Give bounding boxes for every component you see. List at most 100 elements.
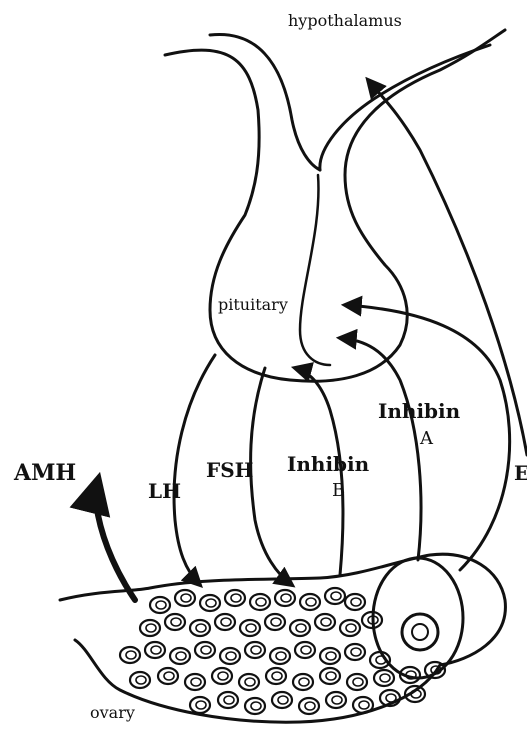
follicle <box>315 614 335 630</box>
follicle-core <box>206 599 216 607</box>
follicle-core <box>218 672 228 680</box>
follicle-core <box>251 646 261 654</box>
follicle <box>245 698 265 714</box>
follicle <box>270 648 290 664</box>
follicle-core <box>301 646 311 654</box>
amh-label: AMH <box>13 460 76 486</box>
follicle-core <box>351 598 361 606</box>
ovary-outline <box>60 554 505 722</box>
edge-letter-label: E <box>514 461 527 485</box>
follicle-core <box>201 646 211 654</box>
follicle-core <box>272 672 282 680</box>
follicle <box>293 674 313 690</box>
ovary-label: ovary <box>90 703 135 722</box>
follicle <box>212 668 232 684</box>
follicle <box>295 642 315 658</box>
inhibin-b-letter: B <box>332 480 345 501</box>
follicle-core <box>332 696 342 704</box>
follicle-core <box>380 674 390 682</box>
arrows <box>96 80 527 600</box>
follicle <box>218 692 238 708</box>
follicle-core <box>246 624 256 632</box>
follicle-core <box>245 678 255 686</box>
follicle-core <box>256 598 266 606</box>
follicle <box>240 620 260 636</box>
pituitary-gland-outline <box>165 30 505 381</box>
follicle <box>170 648 190 664</box>
follicle-core <box>276 652 286 660</box>
follicle-cluster <box>120 588 445 714</box>
follicle <box>320 668 340 684</box>
follicle-core <box>386 694 396 702</box>
follicle <box>250 594 270 610</box>
amh-arrow <box>96 480 135 600</box>
inhibin-b-label: Inhibin <box>287 452 370 476</box>
follicle-core <box>331 592 341 600</box>
pituitary-label: pituitary <box>218 295 288 314</box>
follicle <box>145 642 165 658</box>
fsh-label: FSH <box>206 458 254 482</box>
follicle <box>265 614 285 630</box>
follicle-core <box>299 678 309 686</box>
follicle <box>220 648 240 664</box>
follicle <box>158 668 178 684</box>
follicle <box>190 697 210 713</box>
follicle-core <box>351 648 361 656</box>
follicle <box>185 674 205 690</box>
follicle-core <box>353 678 363 686</box>
follicle-core <box>321 618 331 626</box>
follicle <box>272 692 292 708</box>
follicle-core <box>346 624 356 632</box>
follicle <box>326 692 346 708</box>
follicle-core <box>251 702 261 710</box>
fsh-arrow <box>251 368 292 585</box>
inhibin-a-letter: A <box>419 428 434 449</box>
follicle-core <box>278 696 288 704</box>
follicle <box>345 594 365 610</box>
follicle-core <box>176 652 186 660</box>
follicle-core <box>126 651 136 659</box>
follicle <box>266 668 286 684</box>
follicle-core <box>196 624 206 632</box>
follicle <box>120 647 140 663</box>
follicle <box>190 620 210 636</box>
hypothalamus-label: hypothalamus <box>288 11 402 30</box>
follicle-core <box>156 601 166 609</box>
follicle <box>130 672 150 688</box>
inhibin-a-arrow <box>340 338 421 560</box>
follicle <box>300 594 320 610</box>
follicle-core <box>296 624 306 632</box>
follicle-core <box>146 624 156 632</box>
follicle <box>245 642 265 658</box>
follicle <box>200 595 220 611</box>
follicle <box>290 620 310 636</box>
inhibin-a-label: Inhibin <box>378 399 461 423</box>
follicle <box>195 642 215 658</box>
follicle-core <box>221 618 231 626</box>
follicle-core <box>196 701 206 709</box>
follicle-core <box>305 702 315 710</box>
follicle <box>374 670 394 686</box>
follicle-core <box>171 618 181 626</box>
follicle <box>165 614 185 630</box>
follicle-core <box>326 652 336 660</box>
follicle-core <box>231 594 241 602</box>
follicle <box>140 620 160 636</box>
follicle-core <box>271 618 281 626</box>
follicle-core <box>136 676 146 684</box>
follicle-core <box>191 678 201 686</box>
follicle <box>353 697 373 713</box>
follicle <box>320 648 340 664</box>
follicle <box>345 644 365 660</box>
follicle-core <box>224 696 234 704</box>
follicle <box>215 614 235 630</box>
follicle <box>275 590 295 606</box>
follicle <box>239 674 259 690</box>
follicle <box>347 674 367 690</box>
follicle <box>325 588 345 604</box>
follicle <box>340 620 360 636</box>
follicle-core <box>181 594 191 602</box>
lh-label: LH <box>148 479 181 503</box>
